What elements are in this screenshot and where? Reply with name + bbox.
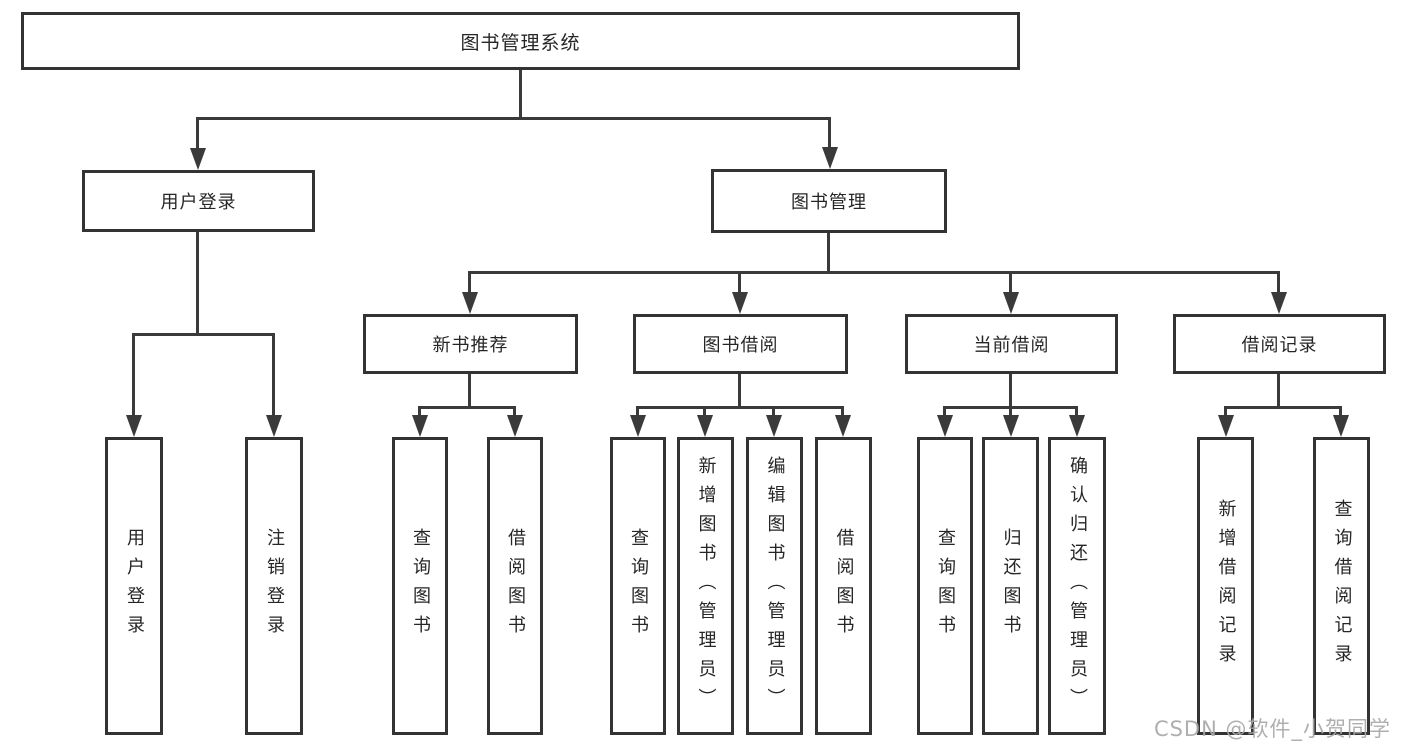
leaf-nb-borrow-books: 借阅图书 (487, 437, 543, 735)
connector-arrowhead (1003, 292, 1019, 314)
leaf-cb-query-books: 查询图书 (917, 437, 973, 735)
connector-line (703, 406, 706, 420)
node-root-label: 图书管理系统 (460, 31, 581, 54)
connector-arrowhead (822, 147, 838, 169)
connector-line (1339, 406, 1342, 420)
node-root: 图书管理系统 (21, 12, 1020, 70)
node-user-login: 用户登录 (82, 170, 315, 232)
connector-arrowhead (766, 415, 782, 437)
connector-arrowhead (1069, 415, 1085, 437)
connector-line (468, 374, 471, 408)
node-user-login-label: 用户登录 (160, 192, 237, 213)
leaf-bb-borrow-books: 借阅图书 (815, 437, 872, 735)
connector-arrowhead (835, 415, 851, 437)
connector-line (772, 406, 775, 420)
connector-line (513, 406, 516, 420)
leaf-cb-return-books-label: 归还图书 (1000, 528, 1022, 644)
connector-line (132, 333, 135, 421)
connector-line (738, 271, 741, 299)
leaf-bb-add-books-admin: 新增图书（管理员） (677, 437, 734, 735)
leaf-bb-edit-books-admin: 编辑图书（管理员） (746, 437, 803, 735)
leaf-br-query-record: 查询借阅记录 (1313, 437, 1370, 735)
connector-line (827, 233, 830, 273)
connector-line (738, 374, 741, 408)
leaf-logout: 注销登录 (245, 437, 303, 735)
leaf-nb-query-books-label: 查询图书 (410, 528, 431, 644)
connector-line (1009, 271, 1012, 299)
connector-line (468, 271, 471, 299)
node-borrow-records-label: 借阅记录 (1241, 335, 1318, 356)
connector-line (468, 271, 1280, 274)
connector-line (196, 117, 199, 155)
connector-arrowhead (507, 415, 523, 437)
connector-line (1277, 271, 1280, 299)
connector-arrowhead (1218, 415, 1234, 437)
leaf-user-login-label: 用户登录 (124, 528, 145, 644)
connector-arrowhead (1333, 415, 1349, 437)
connector-line (519, 70, 522, 118)
leaf-bb-borrow-books-label: 借阅图书 (833, 528, 855, 644)
connector-line (418, 406, 421, 420)
connector-arrowhead (190, 148, 206, 170)
node-current-borrow-label: 当前借阅 (973, 335, 1050, 356)
connector-arrowhead (126, 415, 142, 437)
connector-line (1224, 406, 1342, 409)
connector-line (196, 232, 199, 335)
leaf-cb-confirm-return-admin: 确认归还（管理员） (1048, 437, 1106, 735)
connector-line (132, 333, 275, 336)
leaf-nb-borrow-books-label: 借阅图书 (505, 528, 526, 644)
connector-arrowhead (697, 415, 713, 437)
leaf-bb-add-books-admin-label: 新增图书（管理员） (695, 455, 717, 717)
connector-line (841, 406, 844, 420)
connector-line (636, 406, 844, 409)
leaf-cb-confirm-return-admin-label: 确认归还（管理员） (1067, 455, 1088, 717)
leaf-logout-label: 注销登录 (264, 528, 285, 644)
connector-arrowhead (1271, 292, 1287, 314)
node-book-management: 图书管理 (711, 169, 947, 233)
connector-arrowhead (462, 292, 478, 314)
connector-line (828, 117, 831, 154)
connector-arrowhead (732, 292, 748, 314)
leaf-br-add-record-label: 新增借阅记录 (1215, 499, 1237, 673)
connector-arrowhead (937, 415, 953, 437)
connector-arrowhead (1003, 415, 1019, 437)
node-current-borrow: 当前借阅 (905, 314, 1118, 374)
leaf-cb-query-books-label: 查询图书 (935, 528, 956, 644)
leaf-bb-query-books: 查询图书 (610, 437, 666, 735)
connector-line (418, 406, 516, 409)
leaf-br-add-record: 新增借阅记录 (1197, 437, 1254, 735)
connector-line (1277, 374, 1280, 408)
node-book-management-label: 图书管理 (791, 192, 867, 213)
connector-line (1009, 406, 1012, 420)
node-borrow-records: 借阅记录 (1173, 314, 1386, 374)
connector-line (1075, 406, 1078, 420)
connector-line (272, 333, 275, 421)
connector-line (1224, 406, 1227, 420)
connector-line (636, 406, 639, 420)
watermark: CSDN @软件_小贺同学 (1153, 717, 1391, 741)
connector-arrowhead (266, 415, 282, 437)
node-book-borrow: 图书借阅 (633, 314, 848, 374)
leaf-cb-return-books: 归还图书 (982, 437, 1039, 735)
leaf-bb-query-books-label: 查询图书 (628, 528, 649, 644)
node-new-book-recommend: 新书推荐 (363, 314, 578, 374)
connector-line (196, 117, 831, 120)
leaf-bb-edit-books-admin-label: 编辑图书（管理员） (764, 455, 786, 717)
connector-arrowhead (630, 415, 646, 437)
connector-line (943, 406, 946, 420)
connector-line (1009, 374, 1012, 408)
leaf-nb-query-books: 查询图书 (392, 437, 448, 735)
connector-arrowhead (412, 415, 428, 437)
node-new-book-recommend-label: 新书推荐 (432, 335, 509, 356)
leaf-br-query-record-label: 查询借阅记录 (1331, 499, 1353, 673)
leaf-user-login: 用户登录 (105, 437, 163, 735)
node-book-borrow-label: 图书借阅 (702, 335, 779, 356)
